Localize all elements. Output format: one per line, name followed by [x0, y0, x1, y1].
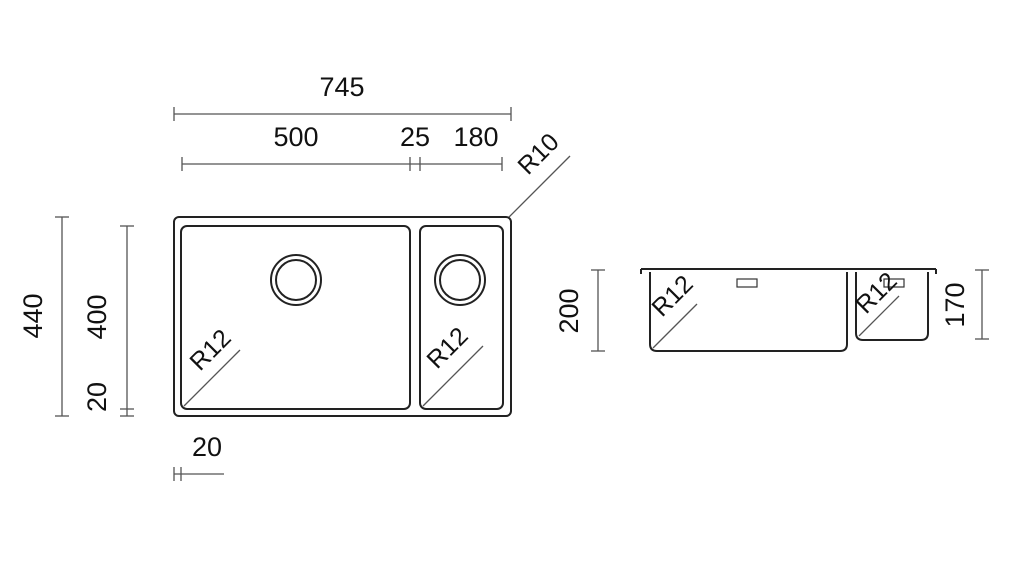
outer-radius-callout: R10: [507, 128, 571, 219]
side-small-bowl: [855, 272, 929, 341]
small-height-dimension: 170: [940, 269, 989, 340]
outer-radius-label: R10: [512, 128, 564, 180]
side-small-radius-label: R12: [850, 267, 902, 319]
overall-width-label: 745: [319, 72, 364, 102]
side-view: R12 R12: [640, 267, 937, 352]
small-bowl: [419, 225, 504, 410]
main-bowl-radius-callout: R12: [183, 324, 241, 407]
divider-width-label: 25: [400, 122, 430, 152]
rim-left-label: 20: [192, 432, 222, 462]
bowl-depth-label: 400: [82, 294, 112, 339]
overall-depth-label: 440: [18, 293, 48, 338]
small-bowl-width-label: 180: [453, 122, 498, 152]
segment-width-dimension: 500 25 180: [181, 122, 503, 171]
small-overflow-icon: [883, 278, 905, 288]
rim-left-dimension: 20: [173, 432, 224, 481]
small-bowl-radius-label: R12: [421, 322, 473, 374]
side-main-bowl: [649, 272, 848, 352]
main-height-label: 200: [554, 288, 584, 333]
main-bowl-width-label: 500: [273, 122, 318, 152]
small-drain-icon: [434, 254, 486, 306]
main-bowl-radius-label: R12: [184, 324, 236, 376]
main-drain-icon: [270, 254, 322, 306]
sink-outer-rim: [173, 216, 512, 417]
bowl-depth-dimension: 400 20: [82, 225, 134, 417]
main-bowl: [180, 225, 411, 410]
main-height-dimension: 200: [554, 269, 605, 352]
main-overflow-icon: [736, 278, 758, 288]
small-bowl-radius-callout: R12: [421, 322, 484, 407]
overall-depth-dimension: 440: [18, 216, 69, 417]
overall-width-dimension: 745: [173, 72, 512, 121]
small-height-label: 170: [940, 282, 970, 327]
rim-bottom-label: 20: [82, 382, 112, 412]
side-main-radius-label: R12: [646, 270, 698, 322]
